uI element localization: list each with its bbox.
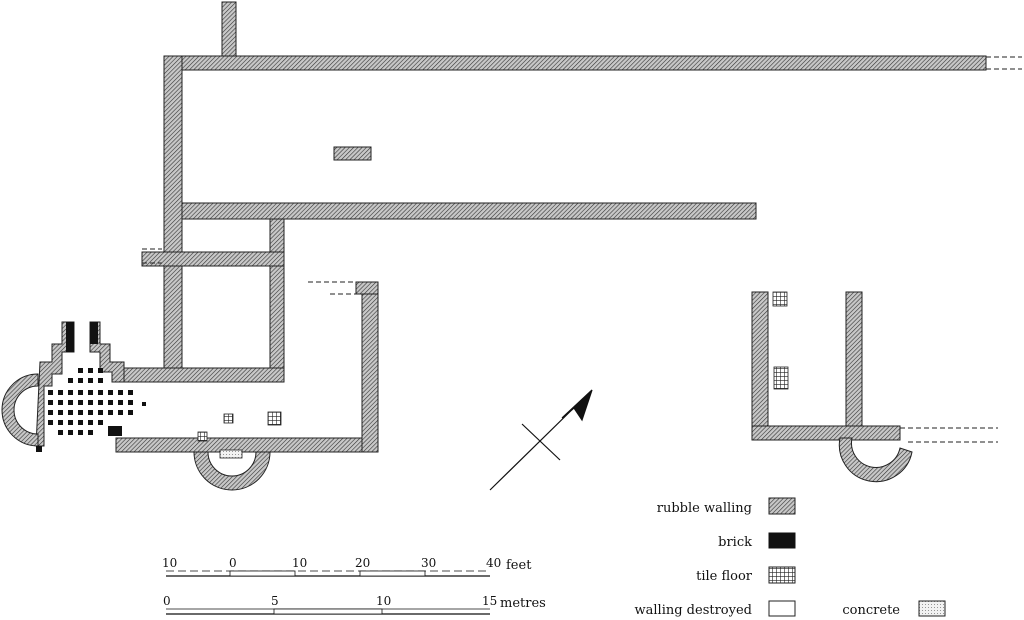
scale-metres-tick-0: 0 [163,594,171,608]
brick-elements [36,322,122,452]
north-arrow [489,389,593,491]
legend-swatch-tile [768,566,796,584]
legend-label-rubble: rubble walling [657,501,752,516]
scale-feet-tick-0: 10 [162,556,177,570]
room-cross-wall [141,251,285,267]
east-apse [838,437,913,483]
west-wall [163,55,183,369]
main-building [1,1,987,491]
scale-metres-unit: metres [500,596,546,611]
scale-bar-feet: 10 0 10 20 30 40 feet [162,556,532,577]
room-divider-wall [269,218,285,380]
north-wall [169,55,987,71]
scale-feet-tick-2: 10 [292,556,307,570]
scale-feet-tick-5: 40 [486,556,501,570]
scale-metres-tick-3: 15 [482,594,497,608]
concrete-patch [219,449,243,459]
east-east-wall [845,291,863,439]
block-in-north-room [333,146,372,161]
legend-label-concrete: concrete [842,603,900,618]
east-return-top [355,281,379,295]
west-apse [1,373,39,447]
legend: rubble walling brick tile floor walling … [635,497,946,618]
legend-swatch-brick [768,532,796,549]
inner-east-west-wall [181,202,757,220]
east-return-wall [361,281,379,453]
east-west-wall [751,291,769,439]
scale-feet-tick-3: 20 [355,556,370,570]
legend-swatch-concrete [918,600,946,617]
room-south-wall [115,367,285,383]
east-south-wall [751,425,901,441]
north-spur-wall [221,1,237,57]
scale-bar-metres: 0 5 10 15 metres [163,594,546,615]
scale-metres-tick-2: 10 [376,594,391,608]
legend-swatch-destroyed [768,600,796,617]
legend-label-brick: brick [718,535,752,550]
scale-feet-tick-1: 0 [229,556,237,570]
hypocaust-pilae [48,368,146,435]
scale-feet-tick-4: 30 [421,556,436,570]
east-building [751,291,913,483]
south-apse [193,451,271,491]
destroyed-walls [142,56,1022,443]
tile-patches [197,291,789,442]
south-block-wall [115,437,379,453]
legend-label-destroyed: walling destroyed [635,603,753,618]
scale-feet-unit: feet [506,558,532,573]
legend-swatch-rubble [768,497,796,515]
legend-label-tile: tile floor [696,569,753,584]
scale-metres-tick-1: 5 [271,594,279,608]
hypocaust-east-wall [89,321,125,383]
